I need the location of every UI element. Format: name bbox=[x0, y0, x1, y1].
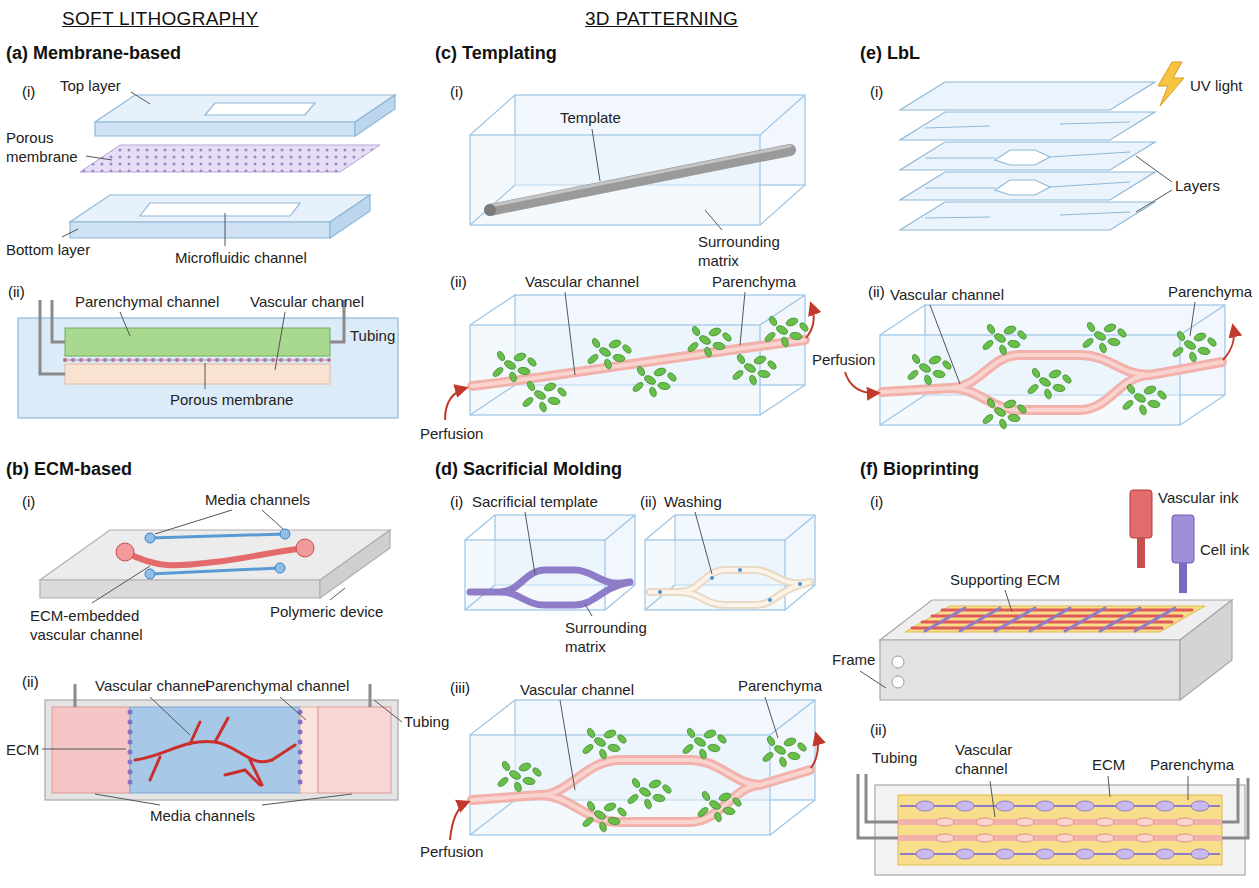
part-label: Supporting ECM bbox=[950, 570, 1060, 589]
part-label: Frame bbox=[832, 650, 875, 669]
part-label: Surrounding matrix bbox=[698, 232, 790, 270]
section-heading: 3D PATTERNING bbox=[585, 8, 738, 30]
part-label: Media channels bbox=[205, 490, 310, 509]
part-label: Vascular channel bbox=[890, 285, 1004, 304]
part-label: Surrounding matrix bbox=[565, 618, 657, 656]
sub-panel-number: (i) bbox=[22, 82, 35, 101]
part-label: Tubing bbox=[404, 712, 449, 731]
part-label: Bottom layer bbox=[6, 240, 90, 259]
part-label: Vascular channel bbox=[520, 680, 634, 699]
part-label: Vascular ink bbox=[1158, 488, 1239, 507]
sub-panel-number: (ii) bbox=[8, 282, 25, 301]
part-label: ECM bbox=[6, 740, 39, 759]
panel-title: (f) Bioprinting bbox=[860, 458, 979, 480]
part-label: Tubing bbox=[350, 326, 395, 345]
part-label: Perfusion bbox=[812, 350, 875, 369]
panel-title: (b) ECM-based bbox=[6, 458, 132, 480]
part-label: UV light bbox=[1190, 76, 1243, 95]
sub-panel-number: (ii) bbox=[450, 272, 467, 291]
section-heading: SOFT LITHOGRAPHY bbox=[62, 8, 259, 30]
sub-panel-number: (iii) bbox=[450, 678, 470, 697]
part-label: ECM-embedded vascular channel bbox=[30, 606, 155, 644]
part-label: Microfluidic channel bbox=[175, 248, 307, 267]
sub-panel-number: (ii) bbox=[640, 492, 657, 511]
part-label: Perfusion bbox=[420, 424, 483, 443]
part-label: Porous membrane bbox=[6, 128, 82, 166]
part-label: Template bbox=[560, 108, 621, 127]
part-label: Media channels bbox=[150, 806, 255, 825]
sub-panel-number: (ii) bbox=[22, 672, 39, 691]
part-label: Parenchyma bbox=[712, 272, 796, 291]
part-label: Parenchymal channel bbox=[205, 676, 349, 695]
panel-title: (c) Templating bbox=[435, 42, 557, 64]
part-label: Vascular channel bbox=[525, 272, 639, 291]
sub-panel-number: (i) bbox=[22, 492, 35, 511]
part-label: Perfusion bbox=[420, 842, 483, 861]
part-label: Layers bbox=[1175, 176, 1220, 195]
sub-panel-number: (i) bbox=[450, 492, 463, 511]
panel-title: (a) Membrane-based bbox=[6, 42, 181, 64]
part-label: Parenchyma bbox=[1150, 755, 1234, 774]
part-label: Vascular channel bbox=[95, 676, 209, 695]
panel-title: (d) Sacrificial Molding bbox=[435, 458, 622, 480]
part-label: ECM bbox=[1092, 755, 1125, 774]
part-label: Parenchymal channel bbox=[75, 292, 219, 311]
part-label: Sacrificial template bbox=[472, 492, 598, 511]
part-label: Washing bbox=[664, 492, 722, 511]
part-label: Tubing bbox=[872, 748, 917, 767]
part-label: Top layer bbox=[60, 76, 121, 95]
part-label: Porous membrane bbox=[170, 390, 293, 409]
sub-panel-number: (ii) bbox=[868, 282, 885, 301]
part-label: Vascular channel bbox=[955, 740, 1029, 778]
part-label: Parenchyma bbox=[1168, 282, 1252, 301]
panel-title: (e) LbL bbox=[860, 42, 920, 64]
part-label: Vascular channel bbox=[250, 292, 364, 311]
part-label: Polymeric device bbox=[270, 602, 383, 621]
sub-panel-number: (i) bbox=[870, 82, 883, 101]
sub-panel-number: (ii) bbox=[870, 720, 887, 739]
sub-panel-number: (i) bbox=[450, 82, 463, 101]
sub-panel-number: (i) bbox=[870, 492, 883, 511]
part-label: Parenchyma bbox=[738, 676, 822, 695]
part-label: Cell ink bbox=[1200, 540, 1249, 559]
